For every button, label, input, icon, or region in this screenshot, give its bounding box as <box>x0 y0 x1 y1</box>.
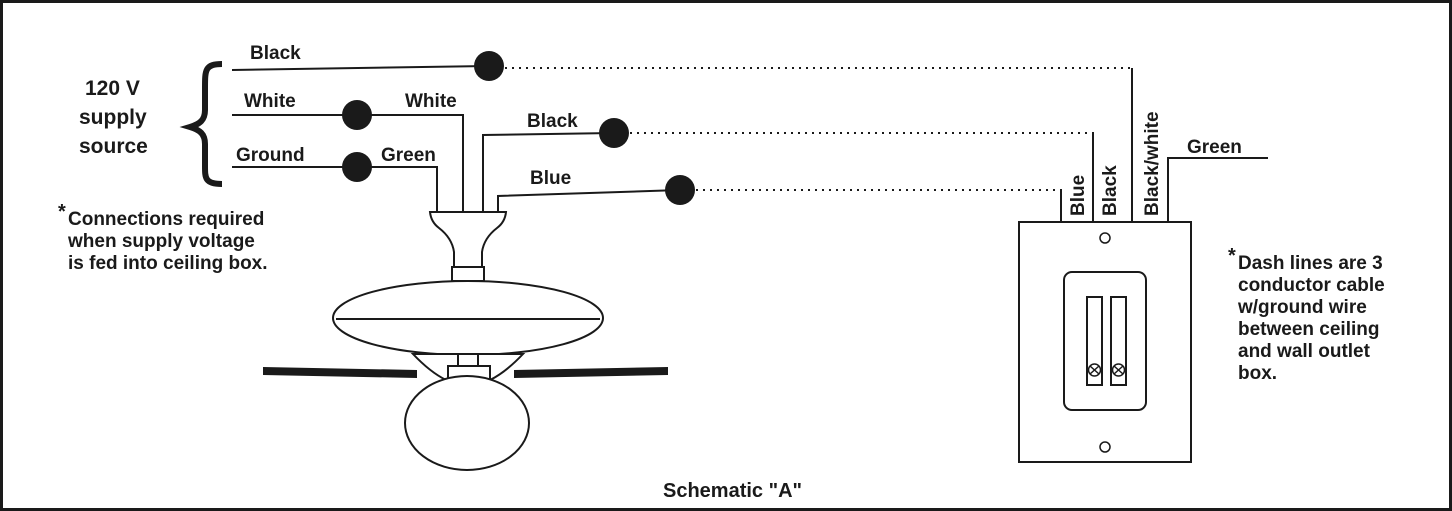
dashed-cable-black-white <box>505 67 1133 222</box>
label-ground-supply: Ground <box>236 145 305 166</box>
label-switch-green: Green <box>1187 137 1242 158</box>
label-supply-line3: source <box>79 135 148 158</box>
caption: Schematic "A" <box>663 480 802 502</box>
wire-white-fan <box>355 114 464 212</box>
wire-nut-black-fan <box>599 118 629 148</box>
note-left-line: is fed into ceiling box. <box>68 253 268 274</box>
wire-green-fan <box>355 166 438 212</box>
wire-blue-fan <box>497 189 681 212</box>
note-right-asterisk: * <box>1228 245 1236 267</box>
switch-toggle-right <box>1110 296 1127 386</box>
fan-downrod-collar <box>451 266 485 282</box>
wire-nut-ground <box>342 152 372 182</box>
ceiling-fan <box>332 211 604 471</box>
note-ceiling-box: * Connections required when supply volta… <box>58 201 268 275</box>
wire-black-fan <box>482 132 615 212</box>
note-left-line: when supply voltage <box>68 231 255 252</box>
dashed-cable-black <box>630 132 1094 222</box>
label-supply-line2: supply <box>79 106 147 129</box>
wire-black-supply <box>231 65 489 71</box>
note-left-line: Connections required <box>68 209 265 230</box>
fan-blade-left <box>263 367 417 378</box>
label-switch-black-white: Black/white <box>1142 111 1163 216</box>
dashed-cable-blue <box>696 189 1062 222</box>
label-white-supply: White <box>244 91 296 112</box>
supply-brace <box>179 61 223 187</box>
switch-toggle-left <box>1086 296 1103 386</box>
label-blue-fan: Blue <box>530 168 571 189</box>
fan-light-globe <box>404 375 530 471</box>
label-white-fan: White <box>405 91 457 112</box>
switch-wire-green <box>1167 157 1268 222</box>
switch-plate-screw-bottom <box>1099 441 1111 453</box>
label-green-fan: Green <box>381 145 436 166</box>
fan-switch-housing <box>457 353 479 367</box>
fan-canopy <box>428 211 508 271</box>
switch-screw-right <box>1111 363 1126 377</box>
switch-screw-left <box>1087 363 1102 377</box>
fan-blade-right <box>514 367 668 378</box>
label-supply-voltage: 120 V <box>85 77 140 100</box>
note-right-line: Dash lines are 3 <box>1238 253 1383 274</box>
label-black-supply: Black <box>250 43 301 64</box>
note-right-line: conductor cable <box>1238 275 1385 296</box>
wire-nut-blue-fan <box>665 175 695 205</box>
note-right-line: box. <box>1238 363 1278 384</box>
wire-nut-white <box>342 100 372 130</box>
label-black-fan: Black <box>527 111 578 132</box>
note-right-line: w/ground wire <box>1238 297 1367 318</box>
note-right-line: and wall outlet <box>1238 341 1370 362</box>
label-switch-blue: Blue <box>1068 175 1089 216</box>
note-right-line: between ceiling <box>1238 319 1380 340</box>
note-left-asterisk: * <box>58 201 66 223</box>
note-dash-lines: * Dash lines are 3 conductor cable w/gro… <box>1228 245 1385 385</box>
wire-nut-black-supply <box>474 51 504 81</box>
label-switch-black: Black <box>1100 165 1121 216</box>
switch-plate-screw-top <box>1099 232 1111 244</box>
switch-opening <box>1063 271 1147 411</box>
